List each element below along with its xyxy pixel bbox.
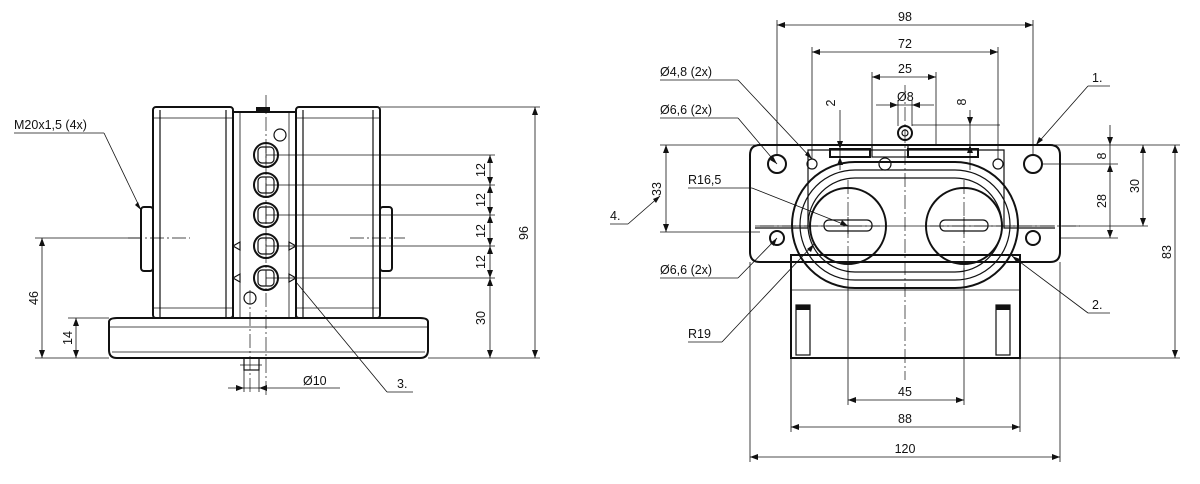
dim-72: 72 xyxy=(898,37,912,51)
radius-19: R19 xyxy=(688,327,711,341)
dim-8-top: 8 xyxy=(955,98,969,105)
callout-2: 2. xyxy=(1092,298,1102,312)
dim-28: 28 xyxy=(1095,194,1109,208)
callout-3: 3. xyxy=(397,377,407,391)
dim-30-side: 30 xyxy=(474,311,488,325)
dim-shaft-10: Ø10 xyxy=(303,374,327,388)
thread-label: M20x1,5 (4x) xyxy=(14,118,87,132)
dim-83: 83 xyxy=(1160,245,1174,259)
dim-2: 2 xyxy=(824,99,838,106)
dim-25: 25 xyxy=(898,62,912,76)
lower-body xyxy=(790,254,1021,359)
dim-8-right: 8 xyxy=(1095,152,1109,159)
dim-14: 14 xyxy=(61,331,75,345)
thread-boss-right xyxy=(379,206,393,272)
dim-88: 88 xyxy=(898,412,912,426)
thread-boss-left xyxy=(140,206,154,272)
hole-66-top-label: Ø6,6 (2x) xyxy=(660,103,712,117)
dim-33: 33 xyxy=(650,182,664,196)
dim-shaft-8: Ø8 xyxy=(897,90,914,104)
dim-98: 98 xyxy=(898,10,912,24)
radius-16-5: R16,5 xyxy=(688,173,721,187)
side-view: 12 12 12 12 30 96 46 14 M20x1,5 (4x) Ø10 xyxy=(14,95,540,395)
base-plate xyxy=(108,317,429,359)
hole-48-label: Ø4,8 (2x) xyxy=(660,65,712,79)
dim-45: 45 xyxy=(898,385,912,399)
right-housing-block xyxy=(295,106,381,319)
front-view: 98 72 25 Ø8 2 8 Ø4,8 (2x) xyxy=(610,10,1180,462)
dim-12-c: 12 xyxy=(474,224,488,238)
callout-1: 1. xyxy=(1092,71,1102,85)
callout-4: 4. xyxy=(610,209,620,223)
dim-96: 96 xyxy=(517,226,531,240)
dim-12-b: 12 xyxy=(474,193,488,207)
dim-120: 120 xyxy=(895,442,916,456)
dim-30-front: 30 xyxy=(1128,179,1142,193)
mount-hole-top-right xyxy=(1023,154,1043,174)
left-housing-block xyxy=(152,106,234,319)
hole-66-bottom-label: Ø6,6 (2x) xyxy=(660,263,712,277)
dim-12-a: 12 xyxy=(474,163,488,177)
dim-46: 46 xyxy=(27,291,41,305)
flange xyxy=(749,144,1061,263)
dim-12-d: 12 xyxy=(474,255,488,269)
